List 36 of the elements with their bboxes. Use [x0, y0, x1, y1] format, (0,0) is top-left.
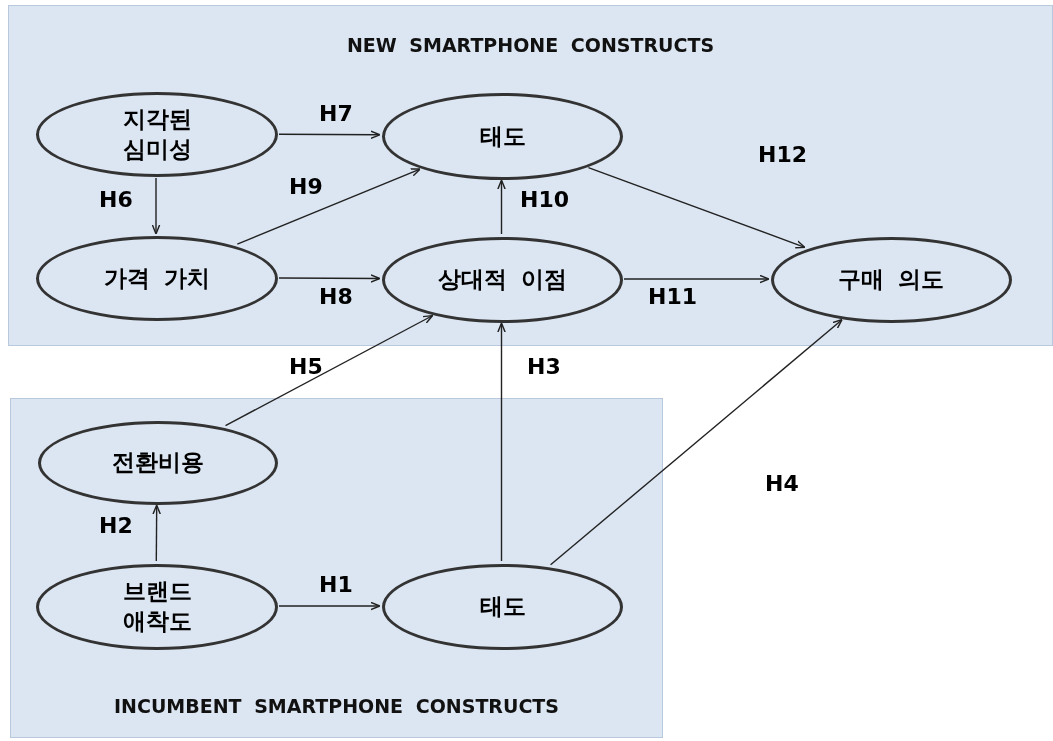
edge-label: H11: [648, 284, 698, 309]
construct-ellipse: 구매 의도: [771, 237, 1012, 323]
arrow: [152, 504, 161, 562]
group-panel: [8, 5, 1053, 346]
edge-label: H5: [289, 354, 323, 379]
arrow: [278, 130, 381, 140]
panel-title: INCUMBENT SMARTPHONE CONSTRUCTS: [113, 695, 560, 717]
edge-label: H1: [319, 572, 353, 597]
construct-ellipse: 태도: [382, 564, 623, 650]
construct-ellipse: 지각된 심미성: [36, 92, 278, 177]
edge-label: H3: [527, 354, 561, 379]
arrow: [549, 318, 843, 566]
group-panel: [10, 398, 663, 738]
edge-label: H9: [289, 174, 323, 199]
edge-label: H8: [319, 284, 353, 309]
arrow: [623, 274, 770, 284]
arrow: [497, 322, 506, 562]
arrow: [236, 168, 421, 245]
construct-ellipse: 상대적 이점: [382, 237, 623, 323]
edge-label: H4: [765, 471, 799, 496]
arrow: [278, 274, 381, 283]
edge-label: H2: [99, 513, 133, 538]
arrow: [151, 177, 161, 235]
edge-label: H12: [758, 142, 808, 167]
construct-ellipse: 가격 가치: [36, 236, 278, 321]
arrow: [224, 314, 434, 427]
edge-label: H6: [99, 187, 133, 212]
edge-label: H10: [520, 187, 570, 212]
edge-label: H7: [319, 101, 353, 126]
arrow: [587, 166, 806, 249]
arrow: [278, 601, 381, 611]
construct-ellipse: 브랜드 애착도: [36, 564, 278, 650]
arrow: [497, 179, 506, 235]
construct-ellipse: 전환비용: [38, 421, 278, 505]
panel-title: NEW SMARTPHONE CONSTRUCTS: [345, 34, 716, 56]
construct-ellipse: 태도: [382, 93, 623, 180]
